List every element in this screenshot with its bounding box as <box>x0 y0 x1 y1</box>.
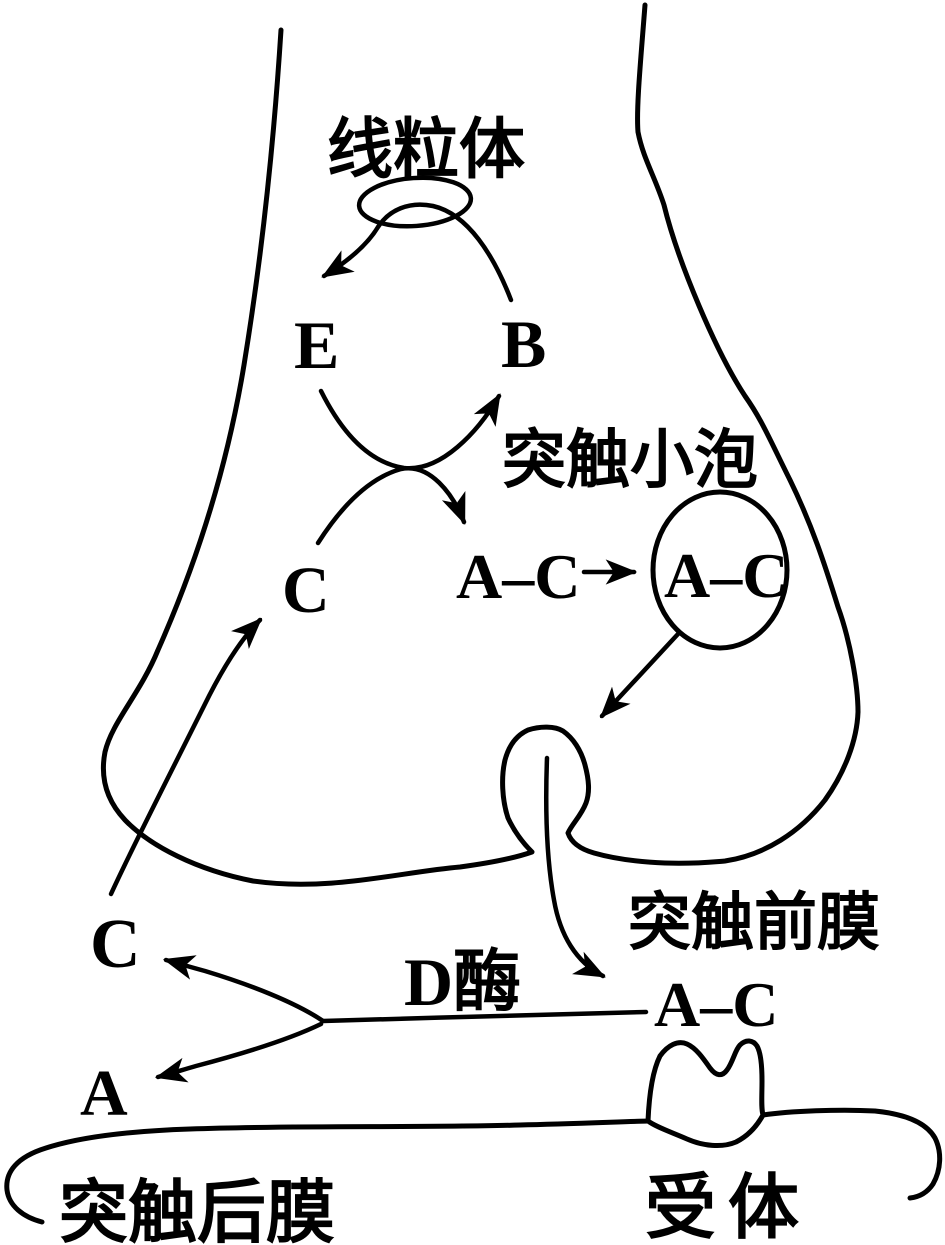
postsynaptic-membrane-line-left <box>4 1118 651 1225</box>
synaptic-vesicle-circle <box>650 489 790 651</box>
label-synaptic-vesicle: 突触小泡 <box>502 425 758 496</box>
label-substance-ac-in-vesicle: A–C <box>664 540 788 611</box>
label-presynaptic-membrane: 突触前膜 <box>628 888 880 958</box>
label-substance-ac-cleft: A–C <box>654 969 778 1040</box>
presynaptic-terminal-outline <box>100 2 861 887</box>
release-into-cleft-arrow <box>544 755 606 979</box>
hydrolysis-to-c-arrow <box>162 955 326 1024</box>
label-postsynaptic-membrane: 突触后膜 <box>59 1175 335 1245</box>
mitochondrion-shape <box>356 175 474 229</box>
label-mitochondria: 线粒体 <box>327 114 525 187</box>
label-substance-c-cleft: C <box>90 906 141 983</box>
e-to-b-coupling-arrow <box>318 388 502 471</box>
c-recycle-arrow <box>108 617 263 897</box>
postsynaptic-membrane-line-right <box>760 1107 943 1201</box>
vesicle-to-membrane-arrow <box>599 631 681 719</box>
receptor-shape <box>645 1038 766 1149</box>
mitochondria-cycle-arrow <box>321 202 514 303</box>
enzyme-hydrolysis-line <box>320 1009 649 1024</box>
label-substance-c-cytoplasm: C <box>282 554 330 627</box>
label-substance-b: B <box>501 306 546 382</box>
label-substance-ac-cytoplasm: A–C <box>456 541 580 612</box>
hydrolysis-to-a-arrow <box>154 1021 324 1083</box>
c-to-ac-coupling-arrow <box>315 466 467 546</box>
label-substance-a-cleft: A <box>80 1057 128 1130</box>
label-substance-e: E <box>294 307 339 383</box>
label-enzyme-d: D酶 <box>404 944 521 1020</box>
label-receptor: 受体 <box>645 1170 811 1245</box>
